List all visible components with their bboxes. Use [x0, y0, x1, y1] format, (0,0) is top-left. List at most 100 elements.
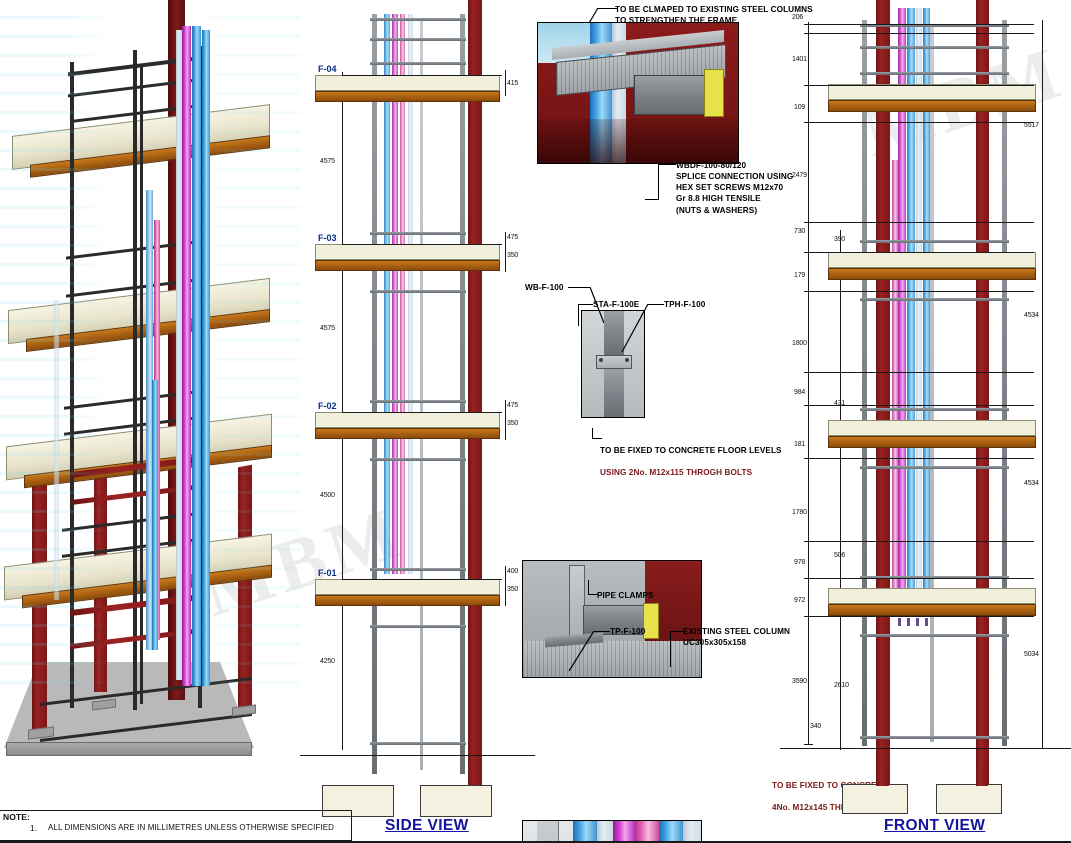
front-slab-4	[828, 84, 1036, 100]
leader-tp-diagonal	[568, 631, 595, 672]
side-slab-edge-2	[315, 428, 500, 439]
side-dim-4575-a: 4575	[320, 158, 335, 165]
photo1-shadow	[538, 119, 738, 163]
front-pipe-cyan-2	[923, 8, 930, 608]
iso-pipe-cyan-1	[192, 26, 201, 686]
front-dim-1401: 1401	[792, 56, 807, 63]
iso-cad-overlay-noise	[0, 0, 300, 700]
front-base-pad-left	[842, 784, 908, 814]
front-ext-4	[808, 122, 1034, 123]
side-level-line-f02	[342, 412, 502, 413]
front-dim-5517: 5517	[1024, 122, 1039, 129]
callout-sta-f-100e: STA-F-100E	[593, 300, 640, 309]
front-beam-l3b	[860, 298, 1009, 301]
note-box	[0, 810, 352, 841]
front-beam-base	[860, 736, 1009, 739]
front-slab-edge-3	[828, 268, 1036, 280]
front-dim-431: 431	[834, 400, 846, 407]
front-dim-5034: 5034	[1024, 651, 1039, 658]
front-ext-5	[808, 222, 1034, 223]
leader-tph-h	[648, 304, 664, 306]
side-view: F-04 F-03 F-02 F-01 4575 4575 4500 4250 …	[300, 0, 535, 817]
front-ext-10	[808, 458, 1034, 459]
front-dim-1780: 1780	[792, 509, 807, 516]
front-dim-2610: 2610	[834, 682, 849, 689]
front-dim-730: 730	[794, 228, 806, 235]
leader-wb-diagonal	[589, 287, 604, 324]
photo4-pipe-4	[635, 821, 659, 843]
front-dim-390: 390	[834, 236, 846, 243]
side-pipe-pink	[400, 14, 405, 574]
side-dim-475-b: 475	[507, 402, 519, 409]
callout-floor-fix-line1: TO BE FIXED TO CONCRETE FLOOR LEVELS	[600, 446, 782, 456]
front-dim-179: 179	[794, 272, 806, 279]
photo2-bolt-1	[599, 358, 603, 362]
note-text: ALL DIMENSIONS ARE IN MILLIMETRES UNLESS…	[48, 823, 335, 832]
photo4-pipe-3	[613, 821, 635, 843]
photo4-pipe-2	[597, 821, 613, 843]
front-slab-2	[828, 420, 1036, 436]
side-beam-l3a	[370, 232, 466, 235]
side-dim-415: 415	[507, 80, 519, 87]
side-right-dim-line-d	[505, 566, 506, 606]
callout-pipe-clamps: PIPE CLAMPS	[597, 591, 654, 600]
front-dim-984: 984	[794, 389, 806, 396]
callout-tp-f-100: TP-F-100	[610, 627, 646, 636]
ground-slab-face	[6, 742, 252, 756]
front-post-left	[862, 20, 867, 746]
leader-sta-v	[578, 304, 580, 326]
leader-splice-v	[658, 164, 660, 200]
side-beam-top-1	[370, 18, 466, 21]
photo2-column-upper	[604, 311, 624, 357]
side-level-line-f01	[342, 579, 502, 580]
front-base-stub-right	[976, 766, 988, 786]
detail-photo-pipe-clamps	[522, 820, 702, 843]
front-beam-l2b	[860, 466, 1009, 469]
side-existing-column	[468, 0, 482, 805]
front-dim-340: 340	[810, 723, 822, 730]
side-pipe-pale	[408, 14, 413, 574]
side-dim-350-c: 350	[507, 586, 519, 593]
front-view: 206 1401 109 2479 730 390 179 1800 984 4…	[780, 0, 1071, 814]
photo2-splice-plate	[596, 355, 632, 369]
leader-pipeclamps-h	[588, 594, 598, 596]
side-slab-2	[315, 412, 500, 428]
photo3-end-plate-yellow	[643, 603, 659, 639]
leader-splice-h	[658, 164, 676, 166]
photo1-bracket	[634, 75, 706, 115]
side-beam-l1b	[370, 625, 466, 628]
side-beam-l1a	[370, 568, 466, 571]
front-ext-1	[808, 24, 1034, 25]
callout-splice-connection: WBDF-100-80/120 SPLICE CONNECTION USING …	[676, 161, 794, 215]
front-beam-l2a	[860, 408, 1009, 411]
front-ground-line	[780, 748, 1071, 750]
photo4-frame-post	[537, 821, 559, 843]
iso-pipe-pale-1	[176, 30, 182, 680]
side-dim-400: 400	[507, 568, 519, 575]
side-slab-edge-4	[315, 91, 500, 102]
front-dim-chain-right	[1042, 20, 1043, 748]
leader-wb-h	[568, 287, 590, 289]
front-existing-column-right	[976, 0, 989, 805]
side-right-dim-line-a	[505, 70, 506, 96]
side-slab-4	[315, 75, 500, 91]
front-ext-7	[808, 291, 1034, 292]
front-tick-14	[804, 744, 813, 745]
side-dim-4575-b: 4575	[320, 325, 335, 332]
front-bolt-group	[898, 618, 932, 626]
iso-pipe-cyan-3	[152, 380, 158, 650]
iso-frame-post-a	[70, 62, 74, 708]
iso-pipe-blue-1	[146, 190, 153, 650]
front-pipe-cyan-1	[907, 8, 915, 608]
leader-existcol-v	[670, 631, 672, 667]
side-beam-base	[370, 742, 466, 745]
front-base-pad-right	[936, 784, 1002, 814]
front-beam-l1b	[860, 634, 1009, 637]
front-ext-13	[808, 616, 1034, 617]
leader-floorfix-h	[592, 438, 602, 440]
front-beam-top-2	[860, 46, 1009, 49]
side-beam-top-3	[370, 62, 466, 65]
side-dim-350-b: 350	[507, 420, 519, 427]
side-base-pad-left	[322, 785, 394, 817]
front-ext-6	[808, 252, 1034, 253]
